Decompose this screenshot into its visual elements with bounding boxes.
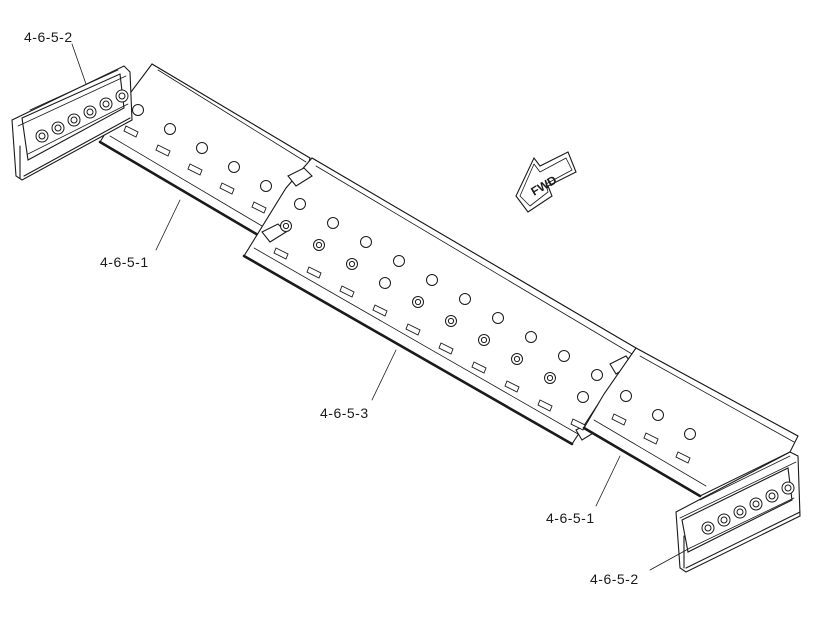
bolt-head — [546, 374, 554, 382]
center-edge-holes — [273, 198, 603, 431]
bolt-head — [86, 108, 94, 116]
left-edge-holes — [123, 104, 272, 214]
mounting-hole — [620, 390, 632, 402]
mounting-hole — [492, 312, 504, 324]
nut-slot — [611, 413, 627, 426]
mounting-hole — [652, 409, 664, 421]
leader-left-cutting-edge — [155, 199, 181, 251]
callout-left-cutting-edge: 4-6-5-1 — [100, 254, 149, 270]
nut-slot — [155, 144, 171, 157]
left-cutting-edge — [98, 63, 311, 237]
leader-center-cutting-edge — [371, 349, 397, 401]
mounting-hole — [684, 428, 696, 440]
nut-slot — [306, 266, 322, 279]
leader-lines — [71, 43, 691, 571]
bolt-head — [118, 92, 126, 100]
bolt-head — [414, 298, 422, 306]
top-left-end-bit — [11, 65, 133, 181]
nut-slot — [219, 182, 235, 195]
bolt-head — [315, 241, 323, 249]
bolt-head — [480, 336, 488, 344]
bolt-head — [102, 100, 110, 108]
bolt-head — [513, 355, 521, 363]
mounting-hole — [327, 217, 339, 229]
mounting-hole — [577, 391, 589, 403]
bolt-head — [784, 484, 792, 492]
right-edge-holes — [611, 390, 696, 464]
leader-right-cutting-edge — [595, 455, 621, 507]
mounting-hole — [360, 236, 372, 248]
nut-slot — [570, 418, 586, 431]
bolt-head — [348, 260, 356, 268]
nut-slot — [675, 451, 691, 464]
mounting-hole — [426, 274, 438, 286]
bolt-head — [704, 524, 712, 532]
mounting-hole — [591, 369, 603, 381]
callout-bottom-right-end-bit: 4-6-5-2 — [590, 571, 639, 587]
mounting-hole — [558, 350, 570, 362]
nut-slot — [438, 342, 454, 355]
callout-top-left-end-bit: 4-6-5-2 — [24, 29, 73, 45]
mounting-hole — [294, 198, 306, 210]
fwd-arrow: FWD — [515, 151, 577, 213]
mounting-hole — [228, 161, 240, 173]
nut-slot — [643, 432, 659, 445]
nut-slot — [504, 380, 520, 393]
leader-bottom-right-end-bit — [649, 547, 691, 571]
callout-right-cutting-edge: 4-6-5-1 — [546, 510, 595, 526]
mounting-hole — [164, 123, 176, 135]
nut-slot — [251, 201, 267, 214]
nut-slot — [273, 247, 289, 260]
mounting-hole — [379, 277, 391, 289]
bolt-head — [38, 132, 46, 140]
callout-labels: 4-6-5-2 4-6-5-1 4-6-5-3 4-6-5-1 4-6-5-2 — [24, 29, 639, 587]
nut-slot — [339, 285, 355, 298]
nut-slot — [123, 125, 139, 138]
nut-slot — [471, 361, 487, 374]
bolt-head — [720, 516, 728, 524]
mounting-hole — [196, 142, 208, 154]
mounting-hole — [459, 293, 471, 305]
mounting-hole — [260, 180, 272, 192]
nut-slot — [372, 304, 388, 317]
mounting-hole — [132, 104, 144, 116]
bolt-head — [447, 317, 455, 325]
leader-top-left-end-bit — [71, 43, 87, 85]
mounting-hole — [525, 331, 537, 343]
bolt-head — [70, 116, 78, 124]
bolt-head — [752, 500, 760, 508]
top-left-end-bit-bolts — [35, 89, 129, 143]
callout-center-cutting-edge: 4-6-5-3 — [320, 405, 369, 421]
bolt-head — [768, 492, 776, 500]
bolt-head — [54, 124, 62, 132]
nut-slot — [537, 399, 553, 412]
nut-slot — [187, 163, 203, 176]
nut-slot — [405, 323, 421, 336]
bottom-right-end-bit-bolts — [701, 481, 795, 535]
bottom-right-end-bit — [675, 451, 801, 573]
bolt-head — [282, 222, 290, 230]
mounting-hole — [393, 255, 405, 267]
center-cutting-edge — [242, 157, 637, 446]
right-cutting-edge — [582, 347, 799, 498]
bolt-head — [736, 508, 744, 516]
